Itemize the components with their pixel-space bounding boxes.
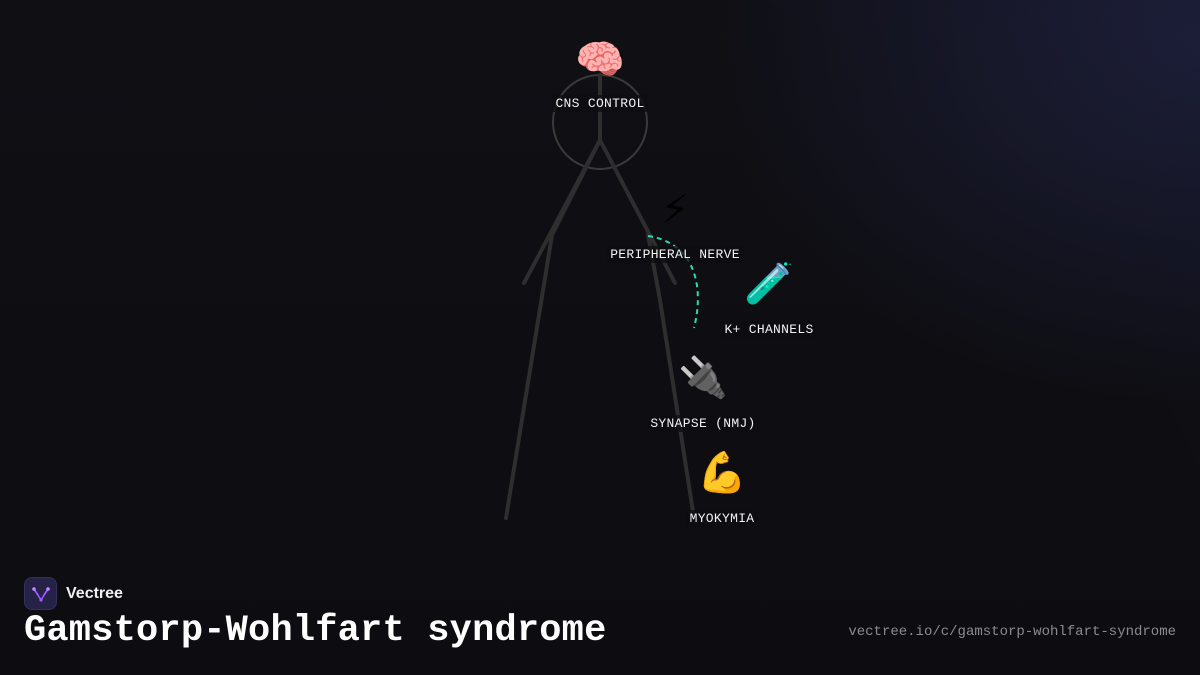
node-label-synapse: SYNAPSE (NMJ) [647, 415, 759, 432]
brain-icon: 🧠 [575, 37, 625, 83]
page-title: Gamstorp-Wohlfart syndrome [24, 610, 607, 652]
node-label-peripheral-nerve: PERIPHERAL NERVE [607, 246, 743, 263]
figure-right-leg-upper [646, 233, 662, 302]
figure-left-leg-upper [550, 138, 602, 237]
plug-icon: 🔌 [678, 355, 728, 401]
signal-path [647, 235, 699, 329]
flexed-arm-icon: 💪 [697, 450, 747, 496]
node-label-cns: CNS CONTROL [552, 95, 648, 112]
test-tube-icon: 🧪 [744, 261, 794, 307]
node-label-myokymia: MYOKYMIA [686, 510, 758, 527]
figure-right-leg-lower [658, 298, 696, 520]
node-label-k-channels: K+ CHANNELS [721, 321, 817, 338]
brand-name: Vectree [66, 584, 123, 602]
lightning-icon: ⚡ [660, 187, 690, 233]
source-url[interactable]: vectree.io/c/gamstorp-wohlfart-syndrome [848, 624, 1176, 640]
vectree-logo-icon [24, 577, 57, 610]
figure-left-leg-lower [504, 233, 554, 520]
brand[interactable]: Vectree [24, 577, 123, 610]
